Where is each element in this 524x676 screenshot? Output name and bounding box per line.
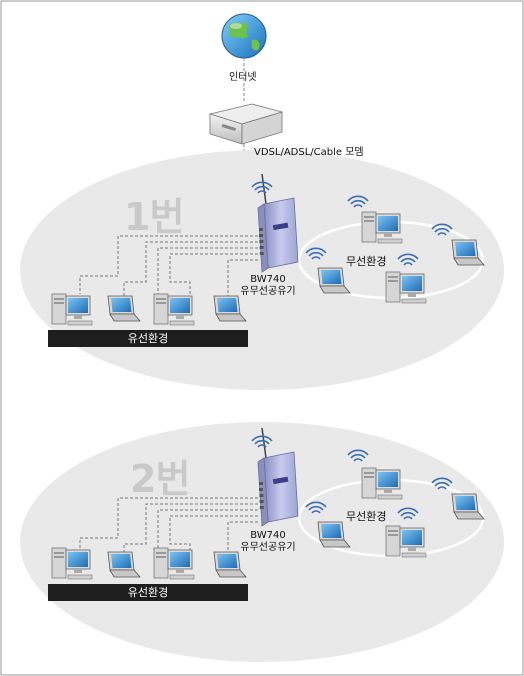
router-model-label: BW740 [250, 274, 286, 285]
router-model-label: BW740 [250, 530, 286, 541]
modem-label: VDSL/ADSL/Cable 모뎀 [254, 147, 364, 158]
section-number: 1번 [124, 195, 184, 239]
section-1 [20, 150, 504, 390]
router-desc-label: 유무선공유기 [240, 542, 296, 553]
wired-env-bar: 유선환경 [48, 330, 248, 347]
modem-icon [208, 103, 284, 145]
section-2 [20, 422, 504, 662]
wireless-env-label: 무선환경 [346, 510, 387, 523]
internet-globe-icon [221, 13, 267, 59]
wired-env-bar: 유선환경 [48, 584, 248, 601]
internet-label: 인터넷 [229, 72, 257, 83]
section-number: 2번 [130, 457, 190, 501]
wireless-env-label: 무선환경 [346, 255, 387, 268]
router-desc-label: 유무선공유기 [240, 286, 296, 297]
